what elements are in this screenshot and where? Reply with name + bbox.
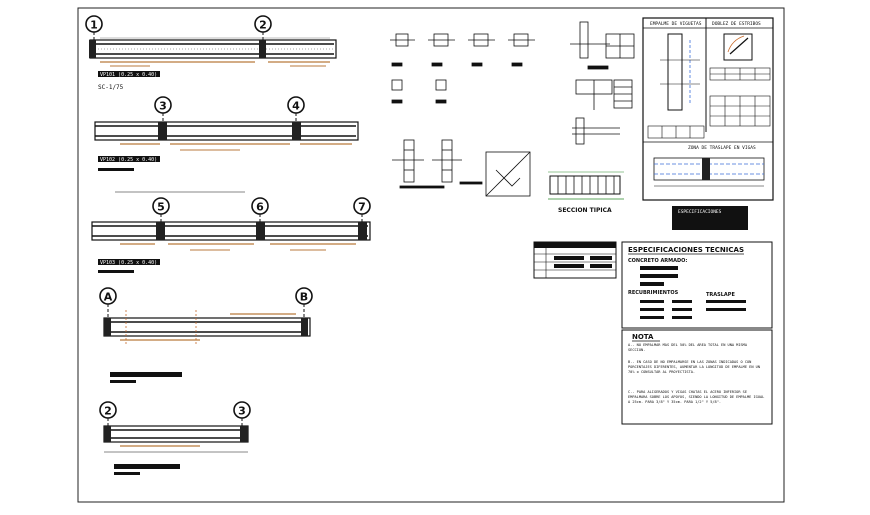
beam-caption: VP103 (0.25 x 0.40) (100, 260, 157, 266)
beam-elevation-vp101: 1 2 VP101 (0.25 x 0.40) SC-1/75 (85, 15, 337, 91)
axis-label: 6 (256, 201, 264, 214)
technical-specifications-panel: ESPECIFICACIONES TECNICAS CONCRETO ARMAD… (621, 241, 773, 329)
beam-elevation-ab: A B (99, 287, 313, 383)
specs-cover-label: RECUBRIMIENTOS (628, 290, 679, 296)
specs-concrete-label: CONCRETO ARMADO: (628, 258, 687, 264)
note-a: A.- NO EMPALMAR MAS DEL 50% DEL AREA TOT… (628, 343, 747, 352)
beam-elevation-23: 2 3 (99, 401, 251, 475)
detail-panel-upper: EMPALME DE VIGUETAS DOBLEZ DE ESTRIBOS Z… (642, 17, 774, 201)
joint-details (390, 21, 635, 197)
beam-elevation-vp102: 3 4 VP102 (0.25 x 0.40) (94, 96, 359, 171)
axis-label: 1 (90, 19, 98, 32)
specs-dark-box: ESPECIFICACIONES (672, 206, 748, 230)
typical-section: SECCION TIPICA (548, 171, 624, 214)
panel-title-right: DOBLEZ DE ESTRIBOS (712, 21, 761, 27)
axis-label: 2 (104, 405, 112, 418)
axis-label: B (300, 291, 308, 304)
beam-caption: VP102 (0.25 x 0.40) (100, 157, 157, 163)
panel-mid-title: ZONA DE TRASLAPE EN VIGAS (688, 145, 756, 151)
panel-title-left: EMPALME DE VIGUETAS (650, 21, 702, 27)
notes-panel: NOTA (621, 329, 773, 425)
beam-subcaption: SC-1/75 (98, 84, 124, 91)
specs-lap-label: TRASLAPE (706, 292, 735, 298)
axis-label: 3 (238, 405, 246, 418)
notes-title: NOTA (632, 333, 654, 341)
axis-label: 4 (292, 100, 300, 113)
beam-caption: VP101 (0.25 x 0.40) (100, 72, 157, 78)
note-b: B.- EN CASO DE NO EMPALMARSE EN LAS ZONA… (628, 360, 760, 374)
axis-label: A (104, 291, 113, 304)
axis-label: 2 (259, 19, 267, 32)
sheet-border (77, 7, 785, 503)
axis-label: 3 (159, 100, 167, 113)
specs-box-title: ESPECIFICACIONES (678, 209, 722, 215)
axis-label: 7 (358, 201, 366, 214)
specs-title: ESPECIFICACIONES TECNICAS (628, 246, 744, 254)
axis-label: 5 (157, 201, 165, 214)
reinforcement-table (533, 241, 617, 279)
beam-elevation-vp103: 5 6 7 VP103 (0.25 x 0.40) (91, 191, 371, 273)
note-c: C.- PARA ALIGERADOS Y VIGAS CHATAS EL AC… (628, 390, 765, 404)
typical-section-label: SECCION TIPICA (558, 207, 612, 214)
